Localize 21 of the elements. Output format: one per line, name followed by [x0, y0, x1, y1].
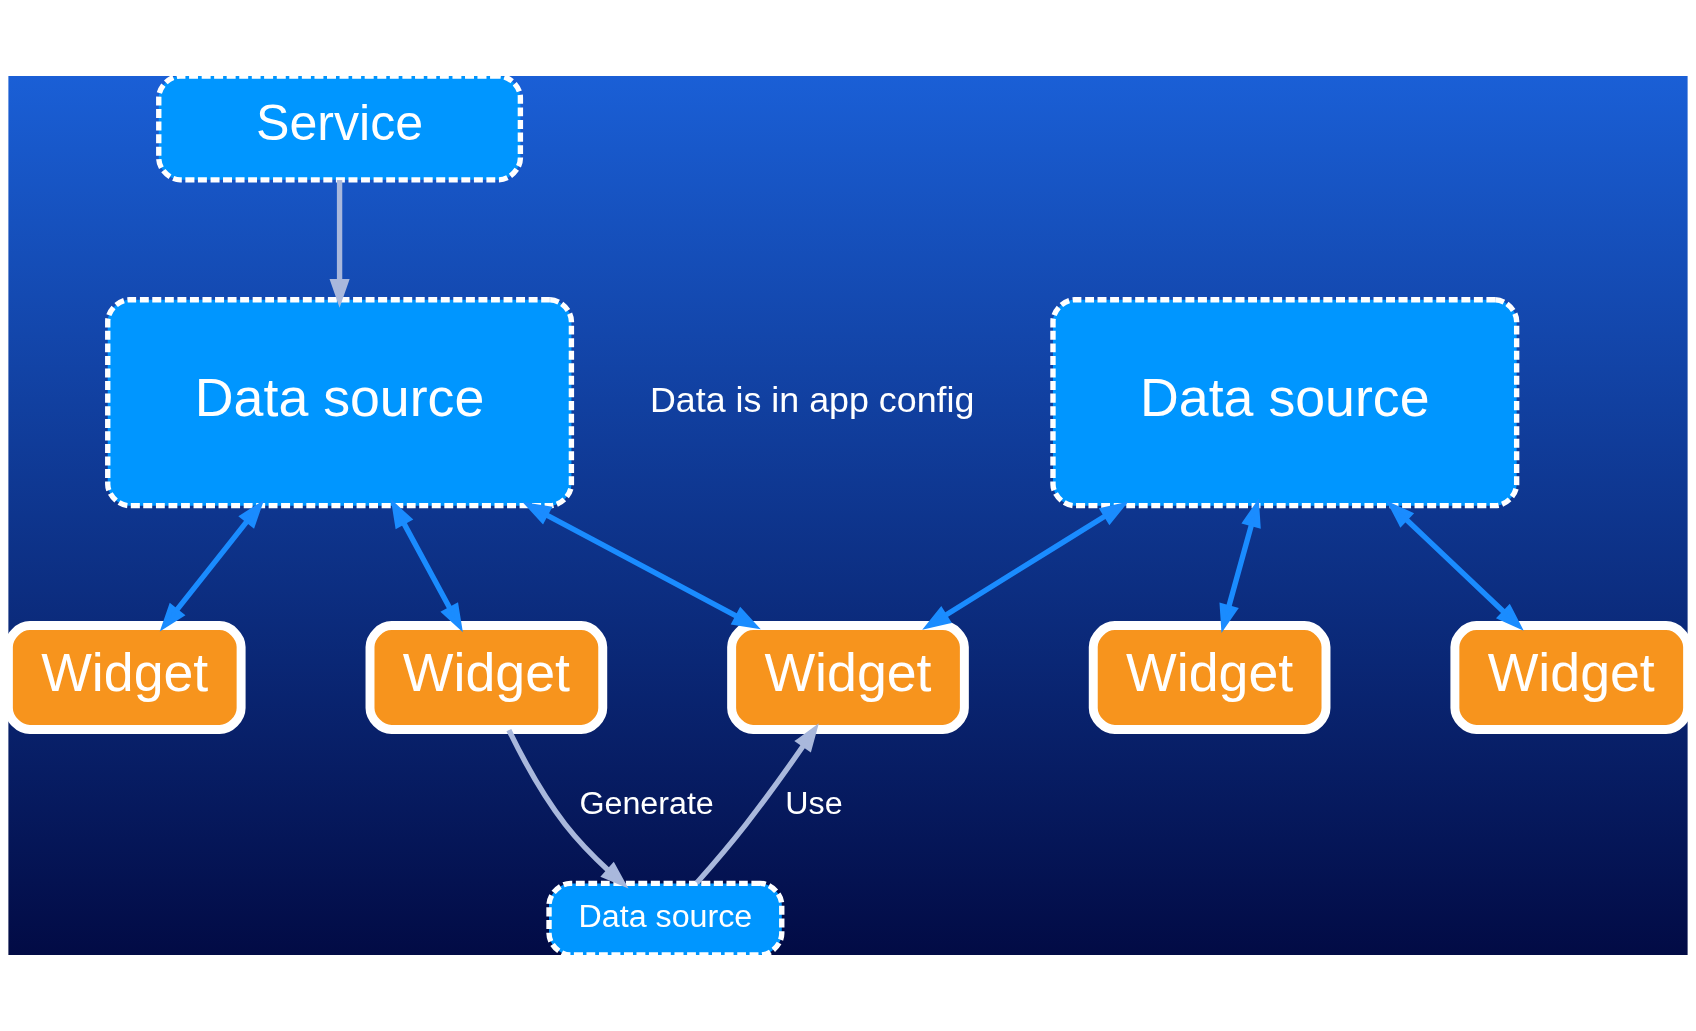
arrow — [1386, 500, 1524, 631]
node-label: Data is in app config — [650, 379, 975, 420]
arrow — [922, 501, 1129, 630]
arrow — [390, 499, 463, 633]
node-box: Widget — [1450, 621, 1688, 734]
arrow — [506, 728, 629, 889]
node-box: Widget — [8, 621, 246, 734]
arrow — [329, 180, 350, 308]
arrow — [522, 502, 761, 630]
arrow — [1219, 498, 1261, 633]
node-box: Widget — [1088, 621, 1331, 734]
node-box: Widget — [365, 621, 608, 734]
edge-label: Use — [785, 785, 843, 822]
arrow — [694, 723, 819, 885]
node-box: Data source — [546, 880, 785, 955]
node-box: Service — [156, 76, 524, 183]
node-box: Widget — [727, 621, 969, 734]
edge-label: Generate — [579, 785, 714, 822]
node-box: Data source — [1050, 297, 1520, 509]
node-box: Data source — [105, 297, 575, 509]
arrow — [159, 499, 265, 632]
